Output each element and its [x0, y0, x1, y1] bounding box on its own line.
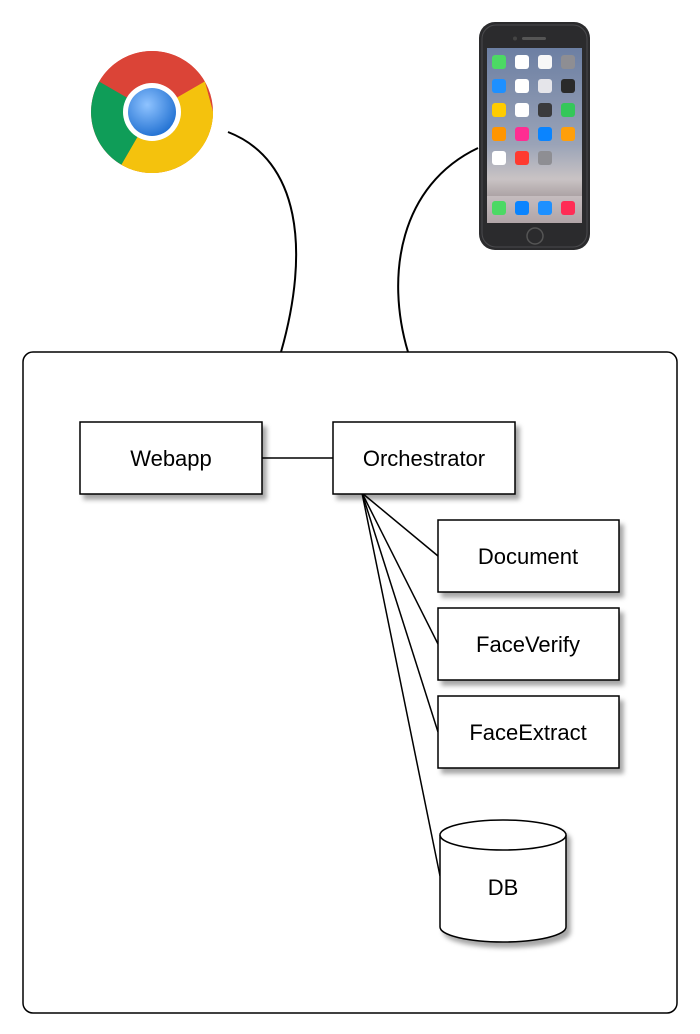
orchestrator-node: Orchestrator	[332, 421, 516, 495]
webapp-node: Webapp	[79, 421, 263, 495]
edge-orchestrator-faceverify	[361, 492, 439, 645]
phone-connector	[397, 147, 479, 353]
edge-orchestrator-db	[361, 492, 441, 877]
edge-orchestrator-document	[361, 492, 439, 557]
faceverify-label: FaceVerify	[476, 632, 580, 657]
iphone-icon	[479, 22, 590, 250]
document-node: Document	[437, 519, 620, 593]
orchestrator-label: Orchestrator	[363, 446, 485, 471]
db-node	[439, 819, 567, 943]
edge-orchestrator-faceextract	[361, 492, 439, 733]
faceextract-node: FaceExtract	[437, 695, 620, 769]
browser-connector	[227, 131, 298, 353]
db-label: DB	[488, 875, 519, 900]
edges	[262, 457, 441, 877]
faceextract-label: FaceExtract	[469, 720, 586, 745]
faceverify-node: FaceVerify	[437, 607, 620, 681]
chrome-browser-icon	[91, 51, 213, 173]
document-label: Document	[478, 544, 578, 569]
webapp-label: Webapp	[130, 446, 212, 471]
